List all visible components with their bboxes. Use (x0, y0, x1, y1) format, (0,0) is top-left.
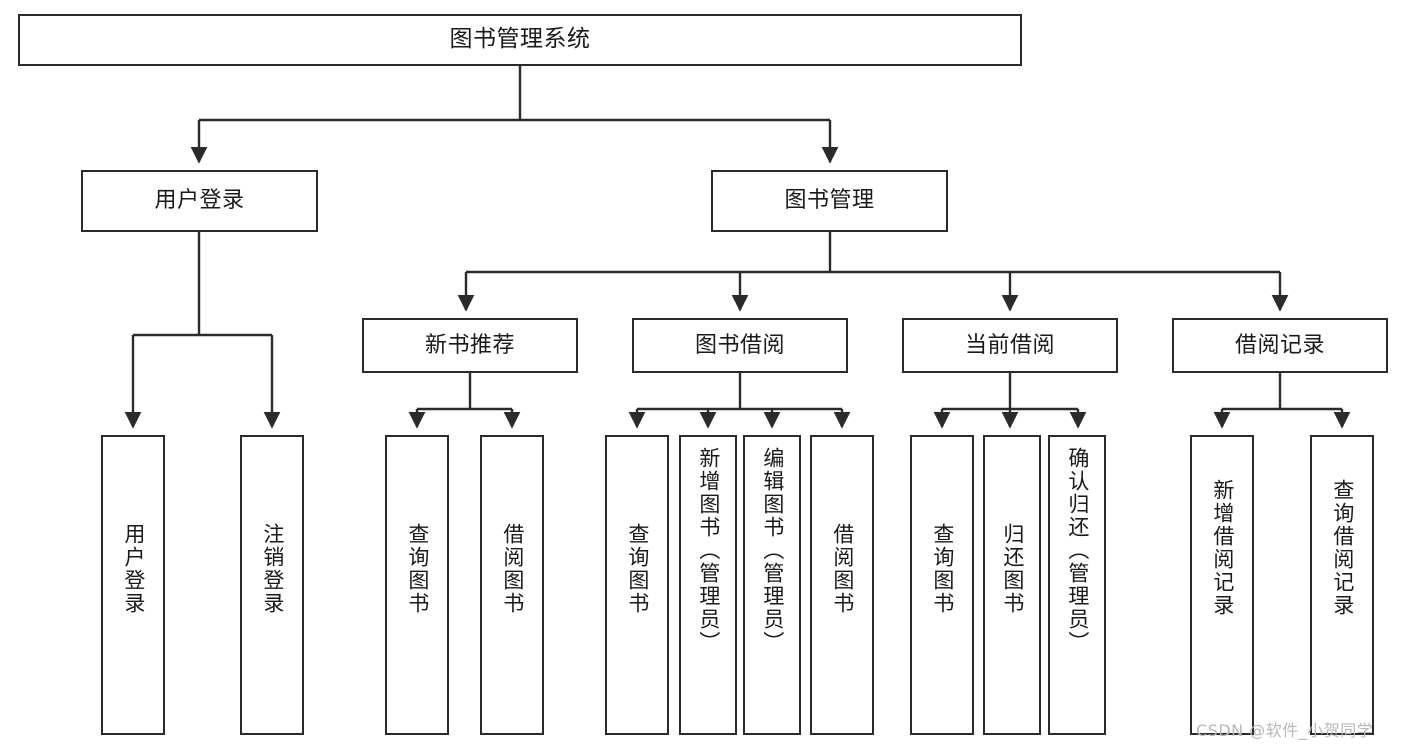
node-label: 借阅记录 (1234, 332, 1325, 358)
node-label: 当前借阅 (964, 332, 1055, 358)
leaf-add-borrow-record[interactable]: 新增借阅记录 (1190, 435, 1254, 735)
node-label: 新书推荐 (424, 332, 515, 358)
leaf-return-book[interactable]: 归还图书 (983, 435, 1041, 735)
node-label: 图书管理 (784, 188, 875, 214)
leaf-borrow-book-newbook[interactable]: 借阅图书 (480, 435, 544, 735)
node-label: 借阅图书 (500, 523, 525, 615)
node-label: 图书借阅 (694, 332, 785, 358)
leaf-user-login[interactable]: 用户登录 (101, 435, 165, 735)
node-label: 图书管理系统 (449, 26, 591, 53)
node-label: 查询图书 (405, 523, 430, 615)
node-label: 归还图书 (1000, 523, 1025, 615)
node-book-borrowing[interactable]: 图书借阅 (632, 318, 848, 373)
node-label: 查询借阅记录 (1330, 479, 1355, 617)
node-label: 注销登录 (260, 523, 285, 615)
leaf-borrow-book[interactable]: 借阅图书 (810, 435, 874, 735)
leaf-query-borrow-record[interactable]: 查询借阅记录 (1310, 435, 1374, 735)
node-label: 用户登录 (121, 523, 146, 615)
node-current-borrowing[interactable]: 当前借阅 (902, 318, 1118, 373)
node-label: 新增借阅记录 (1210, 479, 1235, 617)
node-label: 借阅图书 (830, 523, 855, 615)
node-label: 用户登录 (154, 188, 245, 214)
node-label: 查询图书 (930, 523, 955, 615)
node-label: 确认归还（管理员） (1065, 447, 1090, 654)
node-label: 编辑图书（管理员） (760, 447, 785, 654)
node-book-management[interactable]: 图书管理 (711, 170, 948, 232)
leaf-confirm-return-admin[interactable]: 确认归还（管理员） (1048, 435, 1106, 735)
node-root-book-management-system[interactable]: 图书管理系统 (18, 14, 1022, 66)
leaf-query-book-newbook[interactable]: 查询图书 (385, 435, 449, 735)
node-user-login[interactable]: 用户登录 (81, 170, 318, 232)
node-label: 查询图书 (625, 523, 650, 615)
leaf-query-book-borrow[interactable]: 查询图书 (605, 435, 669, 735)
node-new-book-recommendation[interactable]: 新书推荐 (362, 318, 578, 373)
node-label: 新增图书（管理员） (696, 447, 721, 654)
node-borrowing-record[interactable]: 借阅记录 (1172, 318, 1388, 373)
leaf-add-book-admin[interactable]: 新增图书（管理员） (679, 435, 737, 735)
leaf-logout[interactable]: 注销登录 (240, 435, 304, 735)
leaf-query-book-current[interactable]: 查询图书 (910, 435, 974, 735)
leaf-edit-book-admin[interactable]: 编辑图书（管理员） (743, 435, 801, 735)
